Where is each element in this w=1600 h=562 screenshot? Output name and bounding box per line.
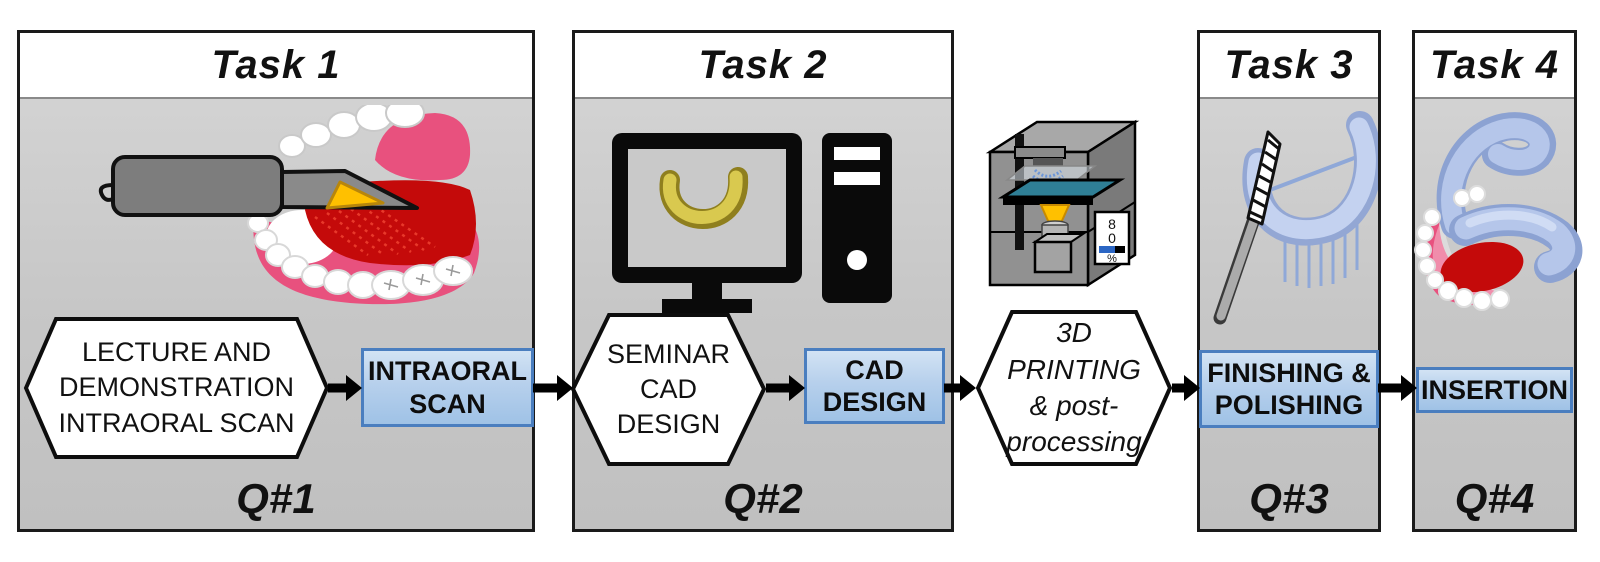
task3-header: Task 3 bbox=[1200, 33, 1378, 99]
support-struts-graphic bbox=[1269, 150, 1371, 288]
printer-progress-display: 8 0 % bbox=[1093, 210, 1131, 266]
hexagon-shape bbox=[570, 313, 767, 466]
hexagon-shape bbox=[975, 310, 1173, 466]
intraoral-scan-illustration bbox=[98, 105, 480, 305]
arrow-head-icon bbox=[557, 375, 573, 401]
step-label-insertion: INSERTION bbox=[1420, 374, 1568, 405]
task4-question-label: Q#4 bbox=[1454, 475, 1535, 522]
task1-question-label: Q#1 bbox=[236, 475, 316, 522]
finishing-file-graphic bbox=[1213, 130, 1282, 325]
task2-header: Task 2 bbox=[575, 33, 951, 99]
arrow-head-icon bbox=[1184, 375, 1200, 401]
arrow-cad-to-printing bbox=[944, 374, 976, 402]
arrow-lecture-to-scan bbox=[328, 374, 362, 402]
printer-3d-illustration: 8 0 % bbox=[985, 119, 1140, 288]
step-box-finishing-polishing: FINISHING & POLISHING bbox=[1199, 350, 1379, 428]
hexagon-seminar-cad: SEMINAR CAD DESIGN bbox=[570, 312, 767, 467]
printer-display-digit-top: 8 bbox=[1108, 216, 1116, 232]
hexagon-shape bbox=[23, 317, 330, 459]
step-box-cad-design: CAD DESIGN bbox=[804, 348, 945, 424]
step-box-insertion: INSERTION bbox=[1416, 367, 1573, 413]
arrow-head-icon bbox=[346, 375, 362, 401]
arrow-shaft bbox=[533, 383, 560, 393]
arrow-seminar-to-cad bbox=[766, 374, 805, 402]
printer-display-digit-bottom: 0 bbox=[1108, 230, 1116, 246]
arrow-shaft bbox=[1172, 383, 1187, 393]
step-label-intraoral-scan: INTRAORAL SCAN bbox=[368, 356, 527, 419]
arrow-shaft bbox=[944, 383, 963, 393]
appliance-graphic bbox=[1436, 112, 1583, 283]
task2-title: Task 2 bbox=[698, 42, 828, 87]
insertion-illustration bbox=[1414, 112, 1583, 311]
task3-question-label: Q#3 bbox=[1249, 475, 1329, 522]
step-label-cad-design: CAD DESIGN bbox=[822, 354, 927, 417]
model-teeth-graphic bbox=[1414, 185, 1510, 311]
hexagon-seminar-label: SEMINAR CAD DESIGN bbox=[606, 338, 731, 440]
cad-computer-illustration bbox=[612, 133, 892, 313]
arrow-printing-to-task3 bbox=[1172, 374, 1200, 402]
step-box-intraoral-scan: INTRAORAL SCAN bbox=[361, 348, 534, 427]
computer-tower-graphic bbox=[822, 133, 892, 303]
task4-header: Task 4 bbox=[1415, 33, 1574, 99]
arrow-shaft bbox=[328, 383, 349, 393]
mouth-model-graphic bbox=[1424, 210, 1524, 305]
arrow-shaft bbox=[1378, 383, 1404, 393]
task2-question-label: Q#2 bbox=[723, 475, 803, 522]
hexagon-lecture-label: LECTURE AND DEMONSTRATION INTRAORAL SCAN bbox=[58, 337, 295, 438]
step-label-finishing-polishing: FINISHING & POLISHING bbox=[1207, 357, 1371, 420]
task1-header: Task 1 bbox=[20, 33, 532, 99]
hexagon-3d-printing-label: 3D PRINTING & post- processing bbox=[1006, 317, 1142, 458]
arrow-head-icon bbox=[960, 375, 976, 401]
printer-display-percent: % bbox=[1107, 253, 1117, 265]
task3-title: Task 3 bbox=[1224, 42, 1354, 87]
arrow-head-icon bbox=[1401, 375, 1417, 401]
hexagon-3d-printing: 3D PRINTING & post- processing bbox=[975, 309, 1173, 467]
scanner-wand-graphic bbox=[98, 155, 419, 217]
arrow-shaft bbox=[766, 383, 792, 393]
finishing-polishing-illustration bbox=[1213, 111, 1378, 325]
arrow-head-icon bbox=[789, 375, 805, 401]
arrow-task1-to-task2 bbox=[533, 374, 573, 402]
task4-title: Task 4 bbox=[1429, 42, 1560, 87]
arrow-task3-to-task4 bbox=[1378, 374, 1417, 402]
hexagon-lecture-demonstration: LECTURE AND DEMONSTRATION INTRAORAL SCAN bbox=[23, 316, 330, 460]
panel-task3: Task 3 Q#3 bbox=[1197, 30, 1381, 532]
task1-title: Task 1 bbox=[211, 42, 341, 87]
monitor-graphic bbox=[612, 133, 802, 313]
